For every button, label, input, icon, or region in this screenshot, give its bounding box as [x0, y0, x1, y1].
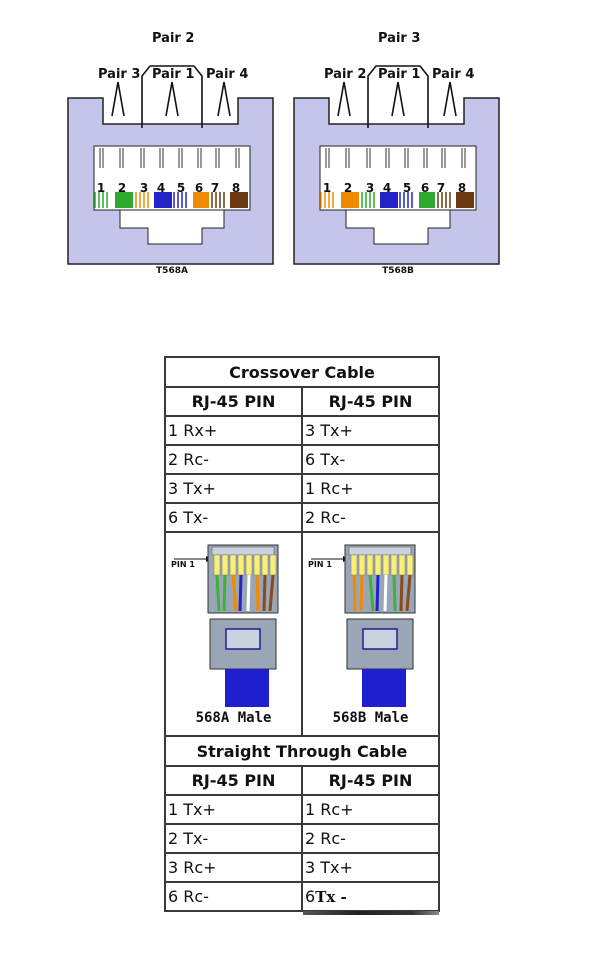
table-cell: 3 Tx+	[301, 415, 440, 446]
pin-number: 3	[139, 181, 149, 195]
pair-label: Pair 2	[324, 67, 367, 82]
pin-number: 5	[402, 181, 412, 195]
t568a-jack-drawing	[67, 65, 274, 265]
pair-label: Pair 4	[432, 67, 475, 82]
table-cell: 3 Tx+	[301, 852, 440, 883]
pin-number: 3	[365, 181, 375, 195]
pair-label: Pair 1	[152, 67, 195, 82]
top-pair-label: Pair 2	[152, 31, 195, 46]
table-cell: 3 Tx+	[164, 473, 303, 504]
crossover-title: Crossover Cable	[164, 356, 440, 388]
standard-label: T568A	[156, 266, 188, 276]
cable-pinout-table: Crossover Cable RJ-45 PIN RJ-45 PIN 1 Rx…	[164, 356, 440, 915]
pin-number: 4	[382, 181, 392, 195]
pin-number: 8	[231, 181, 241, 195]
column-header: RJ-45 PIN	[164, 765, 303, 796]
t568a-jack-diagram: Pair 2 Pair 3 Pair 1 Pair 4 1 2 3 4 5 6 …	[66, 30, 278, 280]
plug-568a-cell: PIN 1 568A Male	[164, 531, 303, 737]
pin-number: 4	[156, 181, 166, 195]
table-cell: 2 Rc-	[164, 444, 303, 475]
table-cell: 6 Rc-	[164, 881, 303, 912]
top-pair-label: Pair 3	[378, 31, 421, 46]
pin-number: 7	[210, 181, 220, 195]
pin-number: 8	[457, 181, 467, 195]
pair-label: Pair 3	[98, 67, 141, 82]
pair-label: Pair 1	[378, 67, 421, 82]
table-cell: 1 Rc+	[301, 473, 440, 504]
pin-number: 1	[96, 181, 106, 195]
plug-caption: 568B Male	[332, 710, 409, 726]
pin-number: 6	[420, 181, 430, 195]
straight-through-title: Straight Through Cable	[164, 735, 440, 767]
standard-label: T568B	[382, 266, 414, 276]
t568b-jack-drawing	[293, 65, 500, 265]
plug-568a: PIN 1 568A Male	[166, 533, 301, 735]
t568b-jack-diagram: Pair 3 Pair 2 Pair 1 Pair 4 1 2 3 4 5 6 …	[292, 30, 504, 280]
table-cell: 1 Rx+	[164, 415, 303, 446]
rj45-plug-568b-drawing	[311, 544, 416, 707]
table-cell: 3 Rc+	[164, 852, 303, 883]
column-header: RJ-45 PIN	[301, 386, 440, 417]
pin1-label: PIN 1	[171, 560, 195, 569]
pair-label: Pair 4	[206, 67, 249, 82]
table-cell: 2 Rc-	[301, 823, 440, 854]
plug-568b-cell: PIN 1 568B Male	[301, 531, 440, 737]
table-cell-last: 6Tx -	[301, 881, 440, 915]
ink-smudge	[303, 911, 439, 915]
pin-number-text: 6	[305, 887, 316, 906]
pin-number: 7	[436, 181, 446, 195]
table-cell: 1 Rc+	[301, 794, 440, 825]
table-cell: 2 Rc-	[301, 502, 440, 533]
pin-number: 1	[322, 181, 332, 195]
plug-568b: PIN 1 568B Male	[303, 533, 438, 735]
handwritten-label: Tx -	[315, 888, 347, 906]
pin-number: 5	[176, 181, 186, 195]
table-cell: 1 Tx+	[164, 794, 303, 825]
pin-number: 2	[343, 181, 353, 195]
rj45-plug-568a-drawing	[174, 544, 279, 707]
table-cell: 2 Tx-	[164, 823, 303, 854]
table-cell: 6 Tx-	[164, 502, 303, 533]
column-header: RJ-45 PIN	[301, 765, 440, 796]
pin-number: 2	[117, 181, 127, 195]
column-header: RJ-45 PIN	[164, 386, 303, 417]
table-cell: 6 Tx-	[301, 444, 440, 475]
pin-number: 6	[194, 181, 204, 195]
plug-caption: 568A Male	[195, 710, 272, 726]
pin1-label: PIN 1	[308, 560, 332, 569]
